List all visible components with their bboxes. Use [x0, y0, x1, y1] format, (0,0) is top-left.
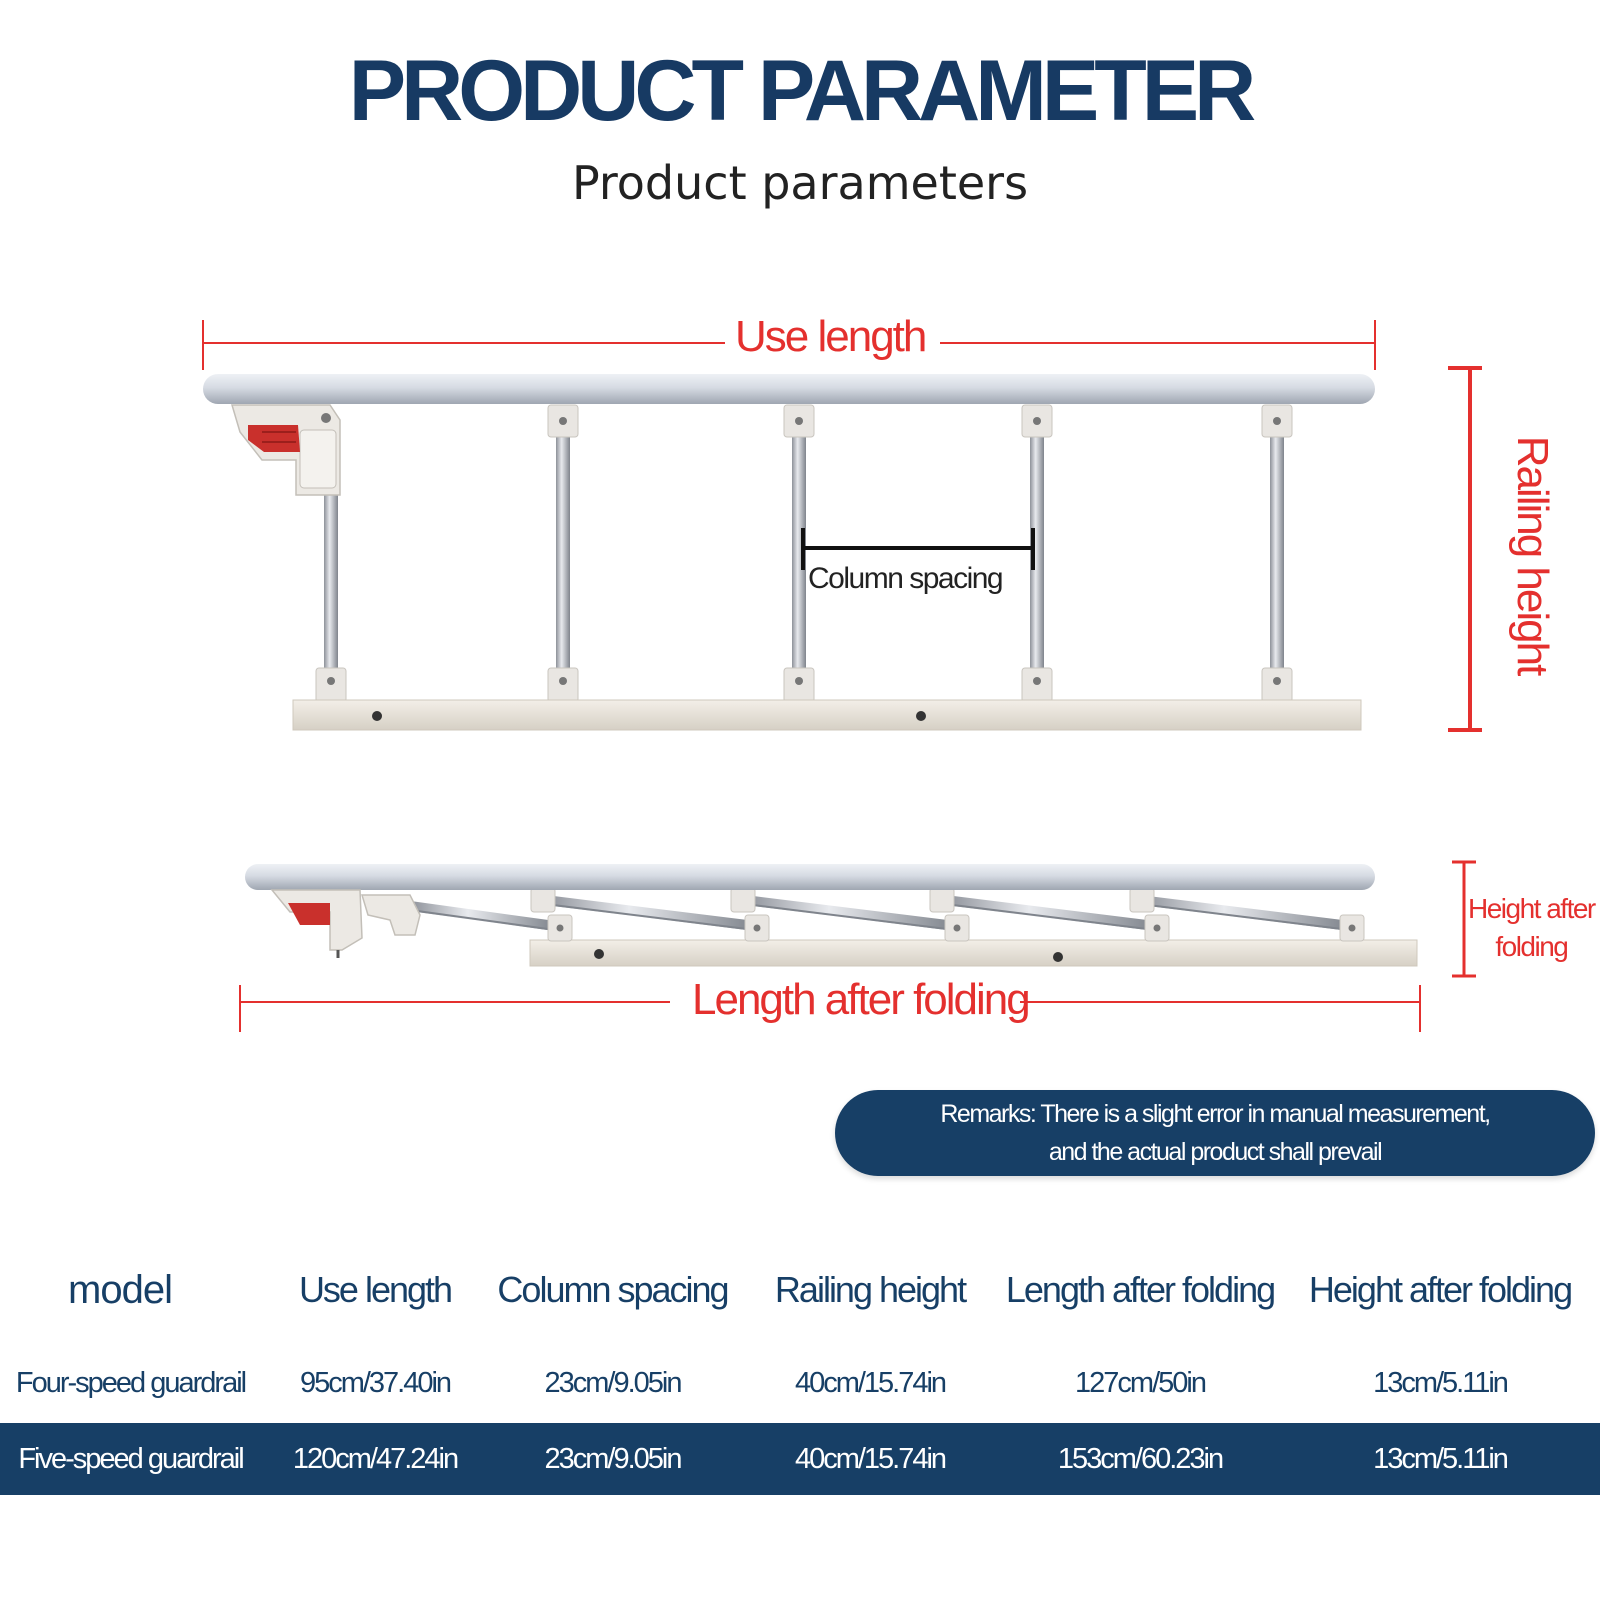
length-after-folding-dimension: [239, 985, 1421, 1032]
header-model: model: [68, 1267, 173, 1312]
table-row: Four-speed guardrail 95cm/37.40in 23cm/9…: [0, 1348, 1600, 1418]
column-spacing-label: Column spacing: [808, 562, 1004, 595]
height-after-folding-dimension: [1452, 860, 1476, 978]
table-cell-model: Four-speed guardrail: [15, 1366, 247, 1399]
height-after-folding-label-line1: Height after: [1468, 893, 1596, 924]
table-row: Five-speed guardrail 120cm/47.24in 23cm/…: [0, 1423, 1600, 1495]
table-cell: 13cm/5.11in: [1373, 1442, 1509, 1475]
remarks-line2: and the actual product shall prevail: [1048, 1138, 1383, 1166]
table-cell: 40cm/15.74in: [794, 1442, 947, 1475]
use-length-dimension: [202, 320, 1376, 370]
folded-guardrail: [245, 864, 1418, 967]
header-railing-height: Railing height: [774, 1269, 967, 1310]
table-cell: 95cm/37.40in: [299, 1366, 452, 1399]
table-cell: 153cm/60.23in: [1057, 1442, 1224, 1475]
header-use-length: Use length: [298, 1269, 453, 1310]
table-cell: 40cm/15.74in: [794, 1366, 947, 1399]
header-height-after-folding: Height after folding: [1308, 1269, 1573, 1310]
remarks-banner: Remarks: There is a slight error in manu…: [835, 1090, 1595, 1176]
guardrail-diagram: [202, 320, 1482, 1032]
table-cell: 120cm/47.24in: [292, 1442, 459, 1475]
unfolded-guardrail: [203, 374, 1375, 731]
column-spacing-marker: [801, 528, 1035, 570]
header-column-spacing: Column spacing: [497, 1269, 729, 1310]
use-length-label: Use length: [735, 312, 927, 361]
railing-height-label: Railing height: [1508, 435, 1557, 675]
page-subtitle: Product parameters: [571, 156, 1029, 210]
page-title: PRODUCT PARAMETER: [348, 43, 1256, 139]
height-after-folding-label-line2: folding: [1495, 931, 1569, 962]
height-after-folding-label: Height after folding: [1468, 890, 1596, 966]
table-cell: 23cm/9.05in: [544, 1366, 683, 1399]
remarks-line1: Remarks: There is a slight error in manu…: [940, 1100, 1491, 1128]
table-header-row: model Use length Column spacing Railing …: [0, 1250, 1600, 1330]
header-length-after-folding: Length after folding: [1005, 1269, 1276, 1310]
table-cell: 127cm/50in: [1075, 1366, 1207, 1399]
length-after-folding-label: Length after folding: [692, 975, 1031, 1024]
table-cell-model: Five-speed guardrail: [18, 1442, 244, 1475]
table-cell: 23cm/9.05in: [544, 1442, 683, 1475]
railing-height-dimension: [1448, 366, 1482, 732]
table-cell: 13cm/5.11in: [1373, 1366, 1509, 1399]
